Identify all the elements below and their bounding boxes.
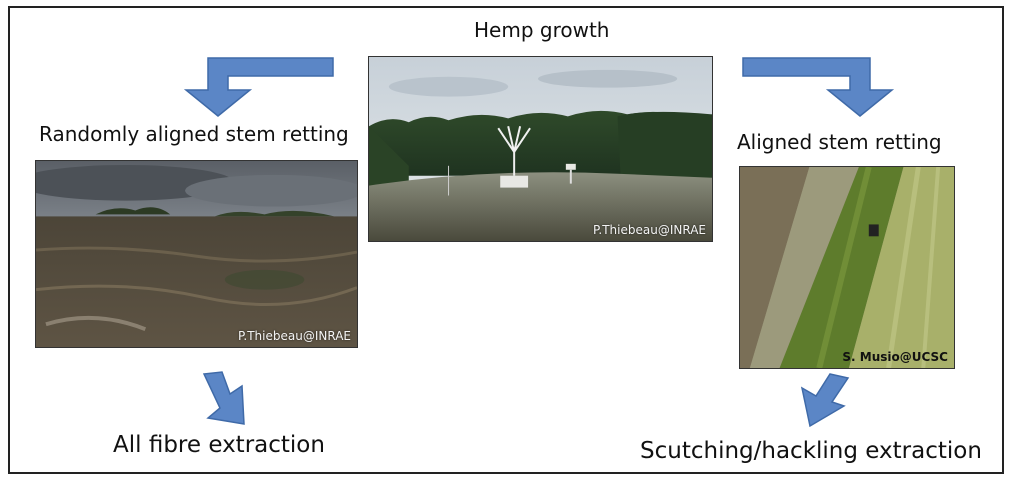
right-elbow-arrow bbox=[742, 57, 895, 117]
right-branch-heading: Aligned stem retting bbox=[737, 130, 942, 154]
right-photo-credit: S. Musio@UCSC bbox=[842, 350, 948, 364]
left-photo-credit: P.Thiebeau@INRAE bbox=[238, 329, 351, 343]
aligned-retting-photo: S. Musio@UCSC bbox=[739, 166, 955, 369]
left-elbow-arrow bbox=[183, 57, 334, 117]
diagram-title: Hemp growth bbox=[474, 18, 610, 42]
left-down-arrow bbox=[202, 371, 245, 425]
left-branch-heading: Randomly aligned stem retting bbox=[39, 122, 349, 146]
left-outcome: All fibre extraction bbox=[113, 432, 325, 458]
random-retting-photo: P.Thiebeau@INRAE bbox=[35, 160, 358, 348]
right-outcome: Scutching/hackling extraction bbox=[640, 438, 982, 464]
right-down-arrow bbox=[800, 373, 850, 428]
hemp-growth-photo: P.Thiebeau@INRAE bbox=[368, 56, 713, 242]
center-photo-credit: P.Thiebeau@INRAE bbox=[593, 223, 706, 237]
diagram-frame bbox=[8, 6, 1004, 474]
